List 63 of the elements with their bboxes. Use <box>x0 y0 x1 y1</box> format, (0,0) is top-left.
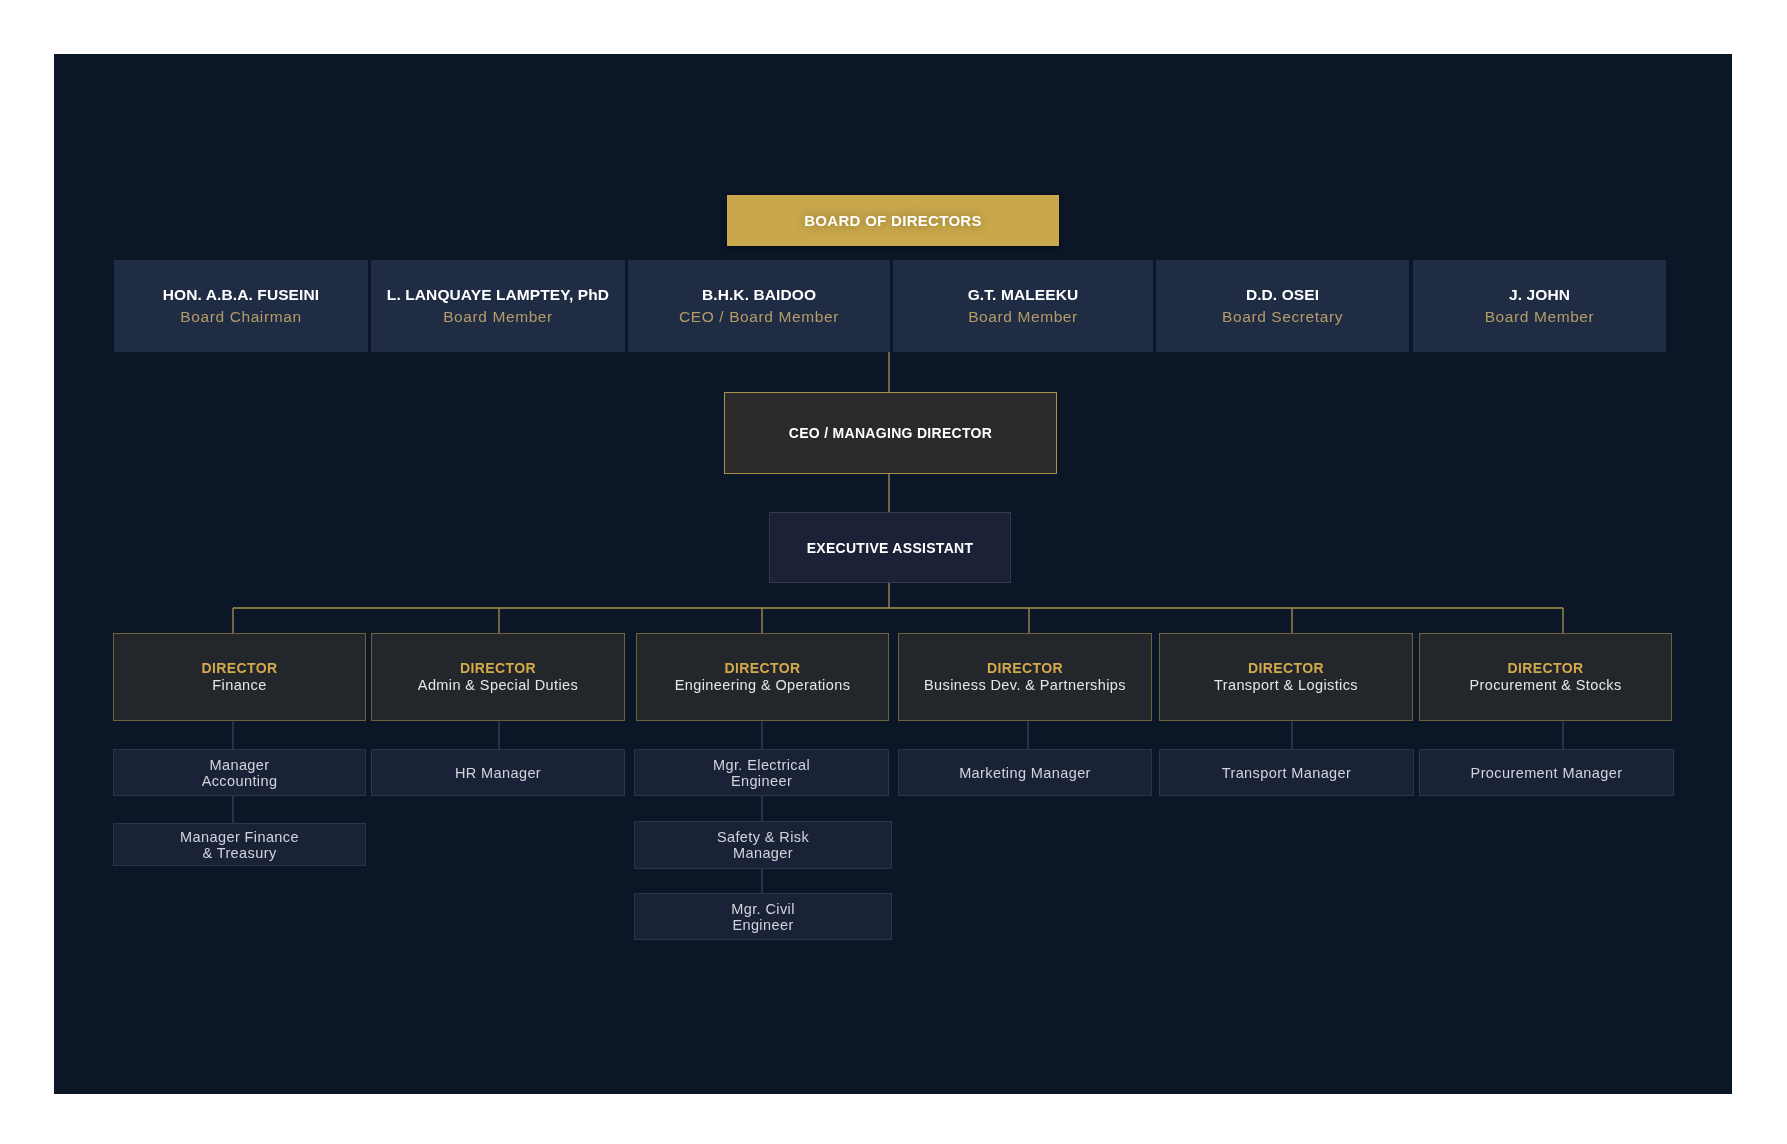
board-member-card <box>371 260 625 352</box>
board-member-card <box>114 260 368 352</box>
position-title: Mgr. Civil Engineer <box>730 900 796 933</box>
board-member-card <box>893 260 1153 352</box>
manager-box <box>113 749 366 796</box>
director-box <box>1159 633 1413 721</box>
role-title: Board Member <box>443 307 553 327</box>
title-banner <box>727 195 1059 246</box>
position-title: EXECUTIVE ASSISTANT <box>806 539 974 556</box>
connector-line <box>888 473 890 513</box>
person-name: B.H.K. BAIDOO <box>701 285 817 305</box>
position-title: HR Manager <box>454 764 542 781</box>
person-name: D.D. OSEI <box>1245 285 1320 305</box>
banner-heading: BOARD OF DIRECTORS <box>804 212 982 229</box>
position-title: Transport Manager <box>1221 764 1352 781</box>
assistant-box <box>769 512 1011 583</box>
position-title: DIRECTOR <box>1507 660 1584 677</box>
position-title: DIRECTOR <box>459 660 537 677</box>
department-name: Finance <box>212 677 267 694</box>
director-box <box>898 633 1152 721</box>
department-name: Transport & Logistics <box>1213 677 1359 694</box>
manager-box <box>634 893 892 940</box>
connector-line <box>888 351 890 393</box>
position-title: Manager Accounting <box>200 756 279 789</box>
position-title: DIRECTOR <box>724 660 801 677</box>
role-title: Board Member <box>1484 307 1595 327</box>
board-member-card <box>1156 260 1409 352</box>
director-box <box>113 633 366 721</box>
manager-box <box>898 749 1152 796</box>
position-title: DIRECTOR <box>1247 660 1325 677</box>
department-name: Procurement & Stocks <box>1469 677 1622 694</box>
director-box <box>371 633 625 721</box>
position-title: CEO / MANAGING DIRECTOR <box>788 425 993 441</box>
board-member-card <box>1413 260 1666 352</box>
department-name: Business Dev. & Partnerships <box>924 677 1126 694</box>
manager-box <box>634 821 892 869</box>
position-title: Marketing Manager <box>959 764 1091 781</box>
manager-box <box>634 749 889 796</box>
role-title: CEO / Board Member <box>679 307 839 327</box>
connector-line <box>232 582 1564 634</box>
board-member-card <box>628 260 890 352</box>
manager-box <box>1419 749 1674 796</box>
person-name: G.T. MALEEKU <box>967 285 1079 305</box>
role-title: Board Member <box>968 307 1078 327</box>
position-title: Manager Finance & Treasury <box>179 828 300 861</box>
position-title: Procurement Manager <box>1470 764 1623 781</box>
role-title: Board Chairman <box>180 307 302 327</box>
position-title: Mgr. Electrical Engineer <box>711 756 812 789</box>
person-name: J. JOHN <box>1509 285 1570 305</box>
person-name: L. LANQUAYE LAMPTEY, PhD <box>386 285 610 305</box>
manager-box <box>371 749 625 796</box>
manager-box <box>1159 749 1414 796</box>
department-name: Admin & Special Duties <box>417 677 579 694</box>
director-box <box>1419 633 1672 721</box>
position-title: DIRECTOR <box>201 660 278 677</box>
role-title: Board Secretary <box>1222 307 1343 327</box>
department-name: Engineering & Operations <box>674 677 851 694</box>
manager-box <box>113 823 366 866</box>
director-box <box>636 633 889 721</box>
position-title: Safety & Risk Manager <box>715 829 811 861</box>
position-title: DIRECTOR <box>986 660 1064 677</box>
person-name: HON. A.B.A. FUSEINI <box>162 285 320 305</box>
executive-box <box>724 392 1057 474</box>
